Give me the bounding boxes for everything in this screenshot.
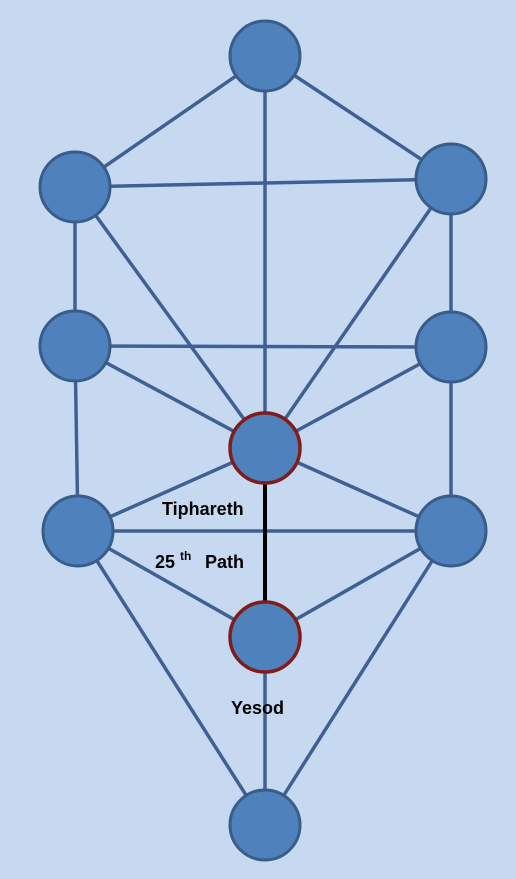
node-upper-left [38, 150, 112, 224]
node-lower-left [41, 494, 115, 568]
tiphareth-label: Tiphareth [162, 499, 244, 519]
path-label: 25 th Path [155, 544, 244, 572]
node-tiphareth [228, 411, 302, 485]
nodes [38, 19, 488, 862]
edge-2-3 [74, 177, 452, 189]
node-top [228, 19, 302, 93]
edge-1-3 [264, 54, 452, 181]
path-number: 25 [155, 552, 175, 572]
node-bottom [228, 788, 302, 862]
edge-4-5 [74, 344, 452, 349]
node-lower-right [414, 494, 488, 568]
path-number-suffix: th [180, 549, 191, 563]
node-upper-right [414, 142, 488, 216]
node-middle-right [414, 310, 488, 384]
edge-1-2 [74, 54, 266, 189]
path-word: Path [205, 552, 244, 572]
edge-2-6 [73, 185, 267, 450]
edge-7-10 [76, 530, 267, 826]
yesod-label: Yesod [231, 698, 284, 718]
edge-8-10 [263, 530, 453, 826]
edge-3-6 [263, 178, 453, 449]
node-yesod [228, 600, 302, 674]
node-middle-left [38, 309, 112, 383]
